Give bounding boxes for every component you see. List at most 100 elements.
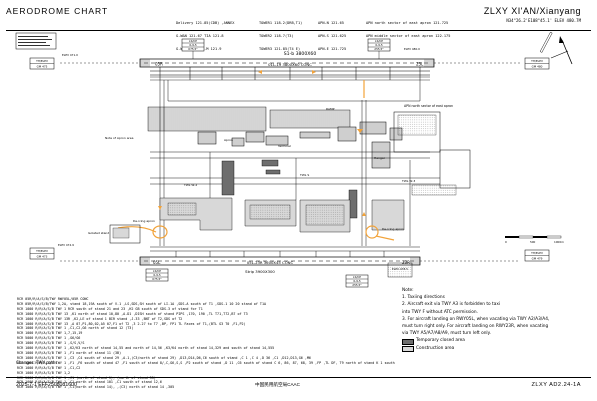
legend-construction: Construction area [402,345,549,353]
note-line: RCR 1000 R/R/A/S/B TWY 1 ,C1(north of st… [17,385,175,390]
lscp-nw-line3: 075.5° [188,47,198,51]
th-elev-box-west-south [29,247,55,260]
th-elev-en-line2: GM 480 [532,65,543,69]
legend-temp-closed-swatch [402,338,414,345]
label-isolated-stand: Isolated stand [88,231,109,235]
label-ramp: RAMP [326,107,335,111]
th-elev-wn-line2: GM 475 [37,65,48,69]
note-line: RCR 1000 R/R/A/S/B TWY 13 ,K1 north of s… [17,311,248,316]
th-elev-wn-line1: TH/ELEV [35,59,48,63]
taxi-direction-arrows [158,70,366,216]
freq-line: TOWER1 118.2(DRB,T1) [259,20,303,25]
freq-line: APN-S 121.625 [318,34,347,39]
th-elev-es-line2: GM 479 [532,257,543,261]
freq-line: APN north sector of east apron 121.725 [366,20,449,25]
scale-label-0: 0 [505,240,507,244]
lscp-nw-line1: LS/CP [189,39,197,43]
info-box-nw-lines [18,36,52,46]
th-elev-box-east-south [524,249,550,262]
label-north-apron: APN north sector of east apron [404,104,453,108]
label-taxi-w2: TWL W-2 [183,183,197,187]
note-line: RCR 1000 R/R/A/S/B TWY 1 ,F1 north of st… [17,350,122,355]
legend-item: 3. For aircraft landing on RWY05L, when … [402,316,550,322]
north-runway-label: 01L-19 3800X60 CONC [268,62,312,67]
terminal-buildings [197,121,403,147]
note-line: RCR 1000 R/R/A/S/B TWY 1 ,C3 ,C4 south o… [17,355,311,360]
elev-nw: ELEV 471.0 [62,53,78,57]
construction-area-se [387,262,413,278]
freq-line: G-W&N 121.67 TIA 121.8 [176,34,224,39]
lscp-sw-line3: 075.5° [152,277,162,281]
freq-line: Delivery 121.85(CDB) ,ANNEX [176,20,235,25]
note-line: RCR 1000 R/R/A/S/B TWY 1 ,C1,C2,G6 north… [17,326,134,331]
note-line: RCR 1000 R/R/A/S/B TWY 1 ,C1,C2 [17,365,81,370]
label-terminal: Terminal [277,144,291,148]
legend-head: Note: [402,288,414,293]
south-runway-strip-label: Strip 3900X300 [245,269,275,274]
legend-construction-label: Construction area [416,345,455,351]
note-line: RCR 1000 R/R/A/S/B TWY 1 ,C1 north of st… [17,380,162,385]
scale-bar [505,235,562,239]
legend-construction-swatch [402,346,414,353]
lscp-box-ne [367,38,391,59]
temporary-closed-areas [221,159,358,219]
scale-label-1000: 1000m [554,240,564,244]
airport-coordinates: N34°26.2'E108°45.1' ELEV 480.7M [506,18,581,23]
legend-item: 2. Aircraft exit via TWY A3 is forbidden… [402,302,501,308]
note-line: RCR 1000 R/R/A/S/B TWY 1,2 [17,370,71,375]
legend-item: must turn right only. For aircraft landi… [402,324,549,330]
footer-effective-date: 2025-7-1 EFF2508081600 [16,382,77,388]
lscp-se-line3: 255.5° [352,283,362,287]
th-elev-es-line1: TH/ELEV [530,251,543,255]
legend-item: via TWY A5/A7/A8/A9, must turn left only… [402,331,491,337]
elev-ne: ELEV 480.0 [404,47,420,51]
lscp-se-line1: LS/CP [353,275,361,279]
lscp-box-se [345,274,369,288]
freq-line: APN middle sector of east apron 122.175 [366,34,451,39]
de-icing-apron-east [363,80,395,241]
footer-publisher: 中国民用航空局CAAC [255,382,300,387]
freq-line: APN-N 121.65 [318,20,344,25]
south-runway-label: 05L-23R 3600X45 CONC [247,260,294,265]
th-elev-box-west-north [29,57,55,70]
note-line: RCR 1000 R/R/A/S/B TWY 1 RCR south of st… [17,306,203,311]
north-runway-strip-label: S1-b 3800X60 [284,51,317,57]
note-line: RCR 1000 R/R/A/S/B TWY 1,7,15,19 [17,331,83,336]
taxiway-north-connectors [159,67,421,80]
lscp-box-sw [145,268,169,282]
north-runway-designator-e: 23L [416,62,424,67]
legend-item: into TWY F without ATC permission. [402,309,478,315]
note-line: RCR 5000 R/R/A/S/B TWY 1 ,C1 (north of s… [17,375,156,380]
freq-line: APN-E 121.725 [318,47,347,52]
th-elev-ws-line1: TH/ELEV [35,249,48,253]
lscp-ne-line2: 0-9-5 [375,43,383,47]
th-elev-ws-line2: GM 473 [37,255,48,259]
isolated-stand-area [109,224,141,244]
label-apron-west: Apron [224,138,233,142]
airport-identifier: ZLXY XI'AN/Xianyang [483,6,581,16]
change-note: Changes: TWY paths [16,360,58,365]
lscp-ne-line3: 255.5° [374,47,384,51]
note-line: RCR 05R/R/A/S/B/TWY RWY05L/05R CONC [17,297,89,301]
note-line: RCR 05R/R/A/S/B/TWY 1,2A, stand 18,19A s… [17,301,267,306]
elev-sw: ELEV 472.9 [58,243,74,247]
freq-line: TOWER2 118.7(T3) [259,34,294,39]
north-arrow [550,36,573,65]
scale-label-500: 500 [530,240,536,244]
runway-south [60,256,520,266]
south-runway-designator-e: 23R [402,260,410,265]
note-line: RCR 1000 R/R/A/S/B TWY 13 ,A 07,P1,80,02… [17,321,246,326]
apron-stand-stripes [147,106,351,132]
note-line: RCR 5000 R/R/A/S/B TWY 1 ,G6/G6 [17,336,81,341]
chart-legend: Note: 1. Taxiing directions 2. Aircraft … [402,287,550,353]
lscp-box-nw [181,38,205,59]
runway-north [60,58,520,68]
lscp-sw-line2: 0-9-5 [153,273,161,277]
taxiway-south-parallel [150,246,420,257]
footer-divider [6,377,591,378]
hangar-area [371,111,471,196]
label-taxi-s: TWL S [299,173,309,177]
header-divider [6,30,591,31]
